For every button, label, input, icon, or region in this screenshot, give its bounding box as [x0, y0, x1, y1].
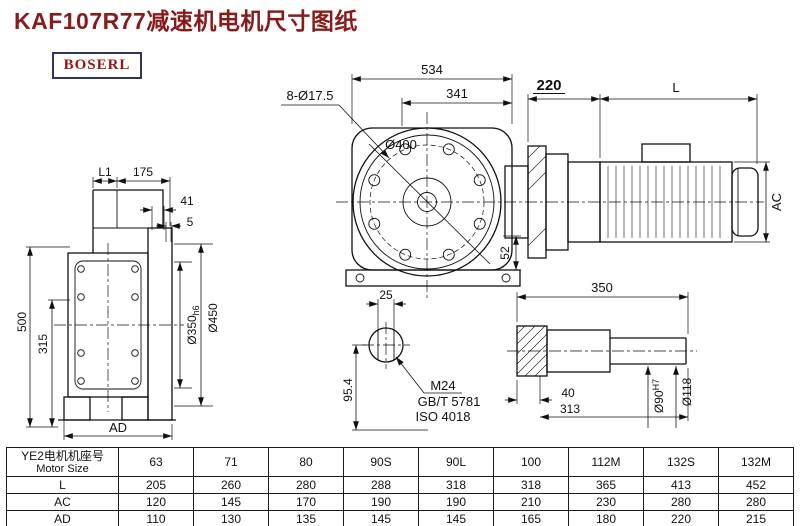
table-header-row: YE2电机机座号 Motor Size 63 71 80 90S 90L 100… [6, 447, 794, 477]
size-column: 90S [343, 447, 419, 477]
left-side-view: L1 175 41 5 500 315 AD [15, 165, 220, 440]
dim-341-label: 341 [446, 86, 468, 101]
dim-ad-label: AD [109, 420, 127, 435]
size-column: 71 [193, 447, 269, 477]
table-cell: 180 [568, 510, 644, 526]
table-cell: 230 [568, 493, 644, 511]
table-cell: 210 [493, 493, 569, 511]
table-row-AC: AC 120 145 170 190 190 210 230 280 280 [6, 493, 794, 511]
dim-315-label: 315 [36, 334, 50, 354]
table-cell: 165 [493, 510, 569, 526]
brand-logo: BOSERL [52, 52, 142, 79]
dim-5-label: 5 [187, 215, 194, 229]
table-row-AD: AD 110 130 135 145 145 165 180 220 215 [6, 510, 794, 526]
table-header-motor-size: YE2电机机座号 Motor Size [6, 447, 119, 477]
shaft-end-view: 25 95.4 M24 GB/T 5781 ISO 4018 [341, 288, 481, 431]
dim-90h7-label: Ø90H7 [651, 379, 666, 413]
table-cell: 205 [118, 476, 194, 494]
dim-175-label: 175 [133, 165, 153, 179]
standard-gb-label: GB/T 5781 [418, 394, 481, 409]
table-cell: 190 [418, 493, 494, 511]
dim-118-label: Ø118 [680, 377, 694, 406]
table-cell: 260 [193, 476, 269, 494]
technical-drawing: L1 175 41 5 500 315 AD [15, 62, 784, 440]
size-column: 100 [493, 447, 569, 477]
dim-l1-label: L1 [98, 165, 112, 179]
dim-313-label: 313 [560, 402, 580, 416]
row-label: L [6, 476, 119, 494]
table-cell: 318 [418, 476, 494, 494]
table-row-L: L 205 260 280 288 318 318 365 413 452 [6, 476, 794, 494]
table-cell: 452 [718, 476, 794, 494]
motor-view: 220 L AC [504, 77, 784, 259]
row-label: AD [6, 510, 119, 526]
table-cell: 145 [343, 510, 419, 526]
size-column: 63 [118, 447, 194, 477]
table-cell: 190 [343, 493, 419, 511]
dim-l-label: L [672, 80, 679, 95]
thread-m24-label: M24 [430, 378, 455, 393]
dim-52-label: 52 [498, 246, 512, 260]
dim-450-label: Ø450 [206, 303, 220, 333]
table-cell: 280 [718, 493, 794, 511]
table-cell: 365 [568, 476, 644, 494]
dim-8-holes-label: 8-Ø17.5 [287, 88, 334, 103]
dim-220-label: 220 [536, 77, 561, 94]
table-cell: 145 [418, 510, 494, 526]
size-column: 112M [568, 447, 644, 477]
dim-534-label: 534 [421, 62, 443, 77]
table-cell: 280 [643, 493, 719, 511]
table-cell: 110 [118, 510, 194, 526]
table-cell: 120 [118, 493, 194, 511]
size-column: 132M [718, 447, 794, 477]
dim-350h6-label: Ø350h6 [185, 305, 201, 344]
table-cell: 220 [643, 510, 719, 526]
shaft-side-view: 350 40 313 Ø90H7 Ø118 [505, 280, 697, 428]
table-cell: 288 [343, 476, 419, 494]
table-cell: 215 [718, 510, 794, 526]
motor-dimension-table: YE2电机机座号 Motor Size 63 71 80 90S 90L 100… [6, 447, 794, 526]
header-en: Motor Size [36, 462, 89, 475]
table-cell: 280 [268, 476, 344, 494]
dim-ac-label: AC [769, 193, 784, 211]
dim-500-label: 500 [15, 312, 29, 332]
table-cell: 170 [268, 493, 344, 511]
table-cell: 130 [193, 510, 269, 526]
header-cn: YE2电机机座号 [21, 448, 104, 463]
dim-41-label: 41 [180, 194, 194, 208]
dim-400-label: Ø400 [385, 137, 417, 152]
front-view: 534 341 8-Ø17.5 Ø400 52 [281, 62, 764, 298]
dim-350-label: 350 [591, 280, 613, 295]
size-column: 90L [418, 447, 494, 477]
row-label: AC [6, 493, 119, 511]
table-cell: 413 [643, 476, 719, 494]
standard-iso-label: ISO 4018 [416, 409, 471, 424]
table-cell: 135 [268, 510, 344, 526]
page-title: KAF107R77减速机电机尺寸图纸 [14, 8, 358, 34]
dim-25-label: 25 [379, 288, 393, 302]
dim-40-label: 40 [561, 386, 575, 400]
table-cell: 318 [493, 476, 569, 494]
size-column: 80 [268, 447, 344, 477]
size-column: 132S [643, 447, 719, 477]
dim-95-4-label: 95.4 [341, 378, 355, 402]
table-cell: 145 [193, 493, 269, 511]
